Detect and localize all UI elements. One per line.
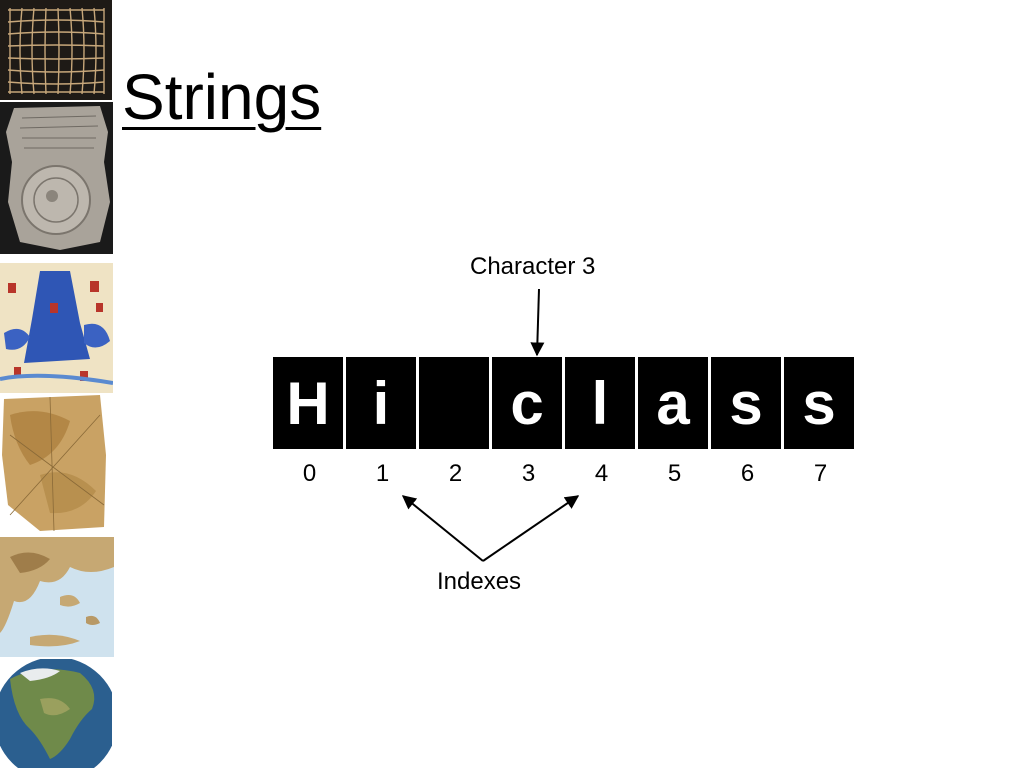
character-3-arrow <box>530 288 545 357</box>
char-cell: i <box>346 357 416 449</box>
char-cell: c <box>492 357 562 449</box>
char-cell: l <box>565 357 635 449</box>
grid-map-image <box>0 0 112 100</box>
sidebar-map-strip <box>0 0 114 768</box>
index-label: 7 <box>813 460 828 487</box>
index-label: 4 <box>594 460 609 487</box>
index-label: 0 <box>302 460 317 487</box>
illustrated-world-map-image <box>0 263 113 393</box>
index-labels: 0 1 2 3 4 5 6 7 <box>273 460 857 488</box>
char-cell: a <box>638 357 708 449</box>
char-cell: H <box>273 357 343 449</box>
north-america-globe-image <box>0 659 112 768</box>
char-cell <box>419 357 489 449</box>
character-3-label: Character 3 <box>470 253 596 280</box>
char-cell: s <box>784 357 854 449</box>
index-label: 2 <box>448 460 463 487</box>
clay-tablet-map-image <box>0 102 113 254</box>
indexes-label: Indexes <box>437 568 522 595</box>
index-arrow-left <box>401 495 484 562</box>
string-character-cells: H i c l a s s <box>273 357 854 449</box>
greece-topographic-map-image <box>0 537 114 657</box>
index-label: 1 <box>375 460 390 487</box>
index-label: 3 <box>521 460 536 487</box>
index-label: 6 <box>740 460 755 487</box>
index-arrow-right <box>482 495 580 562</box>
char-cell: s <box>711 357 781 449</box>
parchment-map-image <box>0 395 110 535</box>
slide-title: Strings <box>122 61 322 133</box>
index-label: 5 <box>667 460 682 487</box>
